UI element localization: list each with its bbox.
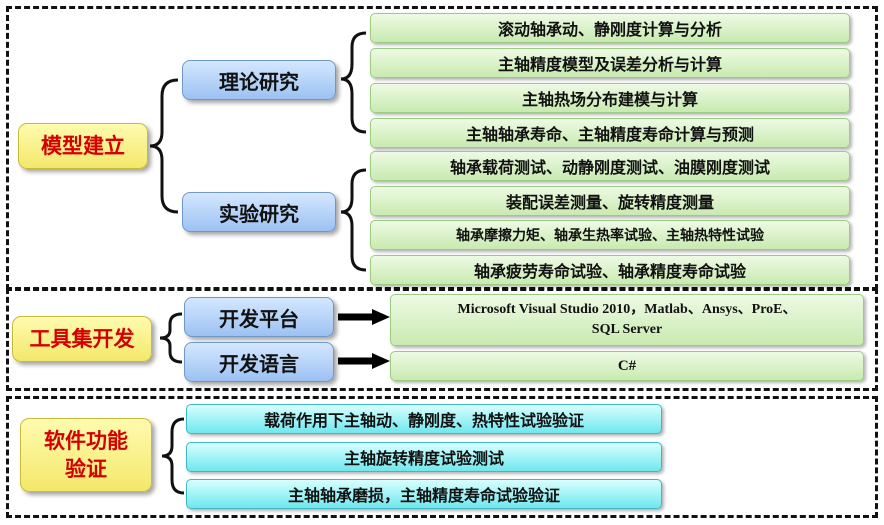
toolset-development-text: 工具集开发	[29, 326, 135, 351]
verification-brace	[161, 417, 185, 495]
theory-item: 主轴精度模型及误差分析与计算	[370, 48, 850, 78]
dev-platform-value-line1: Microsoft Visual Studio 2010，Matlab、Ansy…	[457, 301, 797, 317]
dev-language-label: 开发语言	[184, 342, 334, 382]
experiment-item: 轴承疲劳寿命试验、轴承精度寿命试验	[370, 255, 850, 285]
toolset-development-label: 工具集开发	[12, 316, 152, 362]
language-arrow	[338, 353, 390, 369]
experiment-item: 轴承载荷测试、动静刚度测试、油膜刚度测试	[370, 151, 850, 181]
toolset-brace	[159, 312, 183, 364]
model-brace	[149, 78, 179, 214]
experiment-item: 轴承摩擦力矩、轴承生热率试验、主轴热特性试验	[370, 220, 850, 250]
experiment-item: 装配误差测量、旋转精度测量	[370, 186, 850, 216]
theory-brace	[340, 31, 367, 134]
dev-platform-label: 开发平台	[184, 297, 334, 337]
verification-section	[6, 396, 878, 518]
theory-item-text: 主轴轴承寿命、主轴精度寿命计算与预测	[465, 125, 754, 144]
toolset-section	[6, 288, 878, 391]
verification-item-text: 载荷作用下主轴动、静刚度、热特性试验验证	[263, 411, 584, 430]
experiment-research-label: 实验研究	[182, 192, 336, 232]
dev-platform-value-line2: SQL Server	[591, 322, 663, 337]
software-verification-label: 软件功能 验证	[20, 418, 152, 492]
dev-language-text: 开发语言	[219, 351, 299, 376]
dev-language-value-text: C#	[617, 357, 637, 374]
software-verification-text-line2: 验证	[65, 457, 107, 481]
theory-item: 滚动轴承动、静刚度计算与分析	[370, 13, 850, 43]
verification-item: 主轴轴承磨损，主轴精度寿命试验验证	[186, 479, 662, 509]
dev-platform-value: Microsoft Visual Studio 2010，Matlab、Ansy…	[390, 294, 864, 346]
theory-item-text: 滚动轴承动、静刚度计算与分析	[497, 20, 722, 39]
experiment-research-text: 实验研究	[219, 201, 299, 226]
experiment-brace	[340, 168, 367, 272]
verification-item: 主轴旋转精度试验测试	[186, 442, 662, 472]
experiment-item-text: 轴承载荷测试、动静刚度测试、油膜刚度测试	[449, 158, 770, 177]
theory-research-text: 理论研究	[219, 69, 299, 94]
model-building-text: 模型建立	[41, 133, 125, 158]
verification-item-text: 主轴轴承磨损，主轴精度寿命试验验证	[287, 486, 560, 505]
verification-item-text: 主轴旋转精度试验测试	[343, 449, 504, 468]
theory-item: 主轴热场分布建模与计算	[370, 83, 850, 113]
theory-item-text: 主轴热场分布建模与计算	[521, 90, 698, 109]
theory-item: 主轴轴承寿命、主轴精度寿命计算与预测	[370, 118, 850, 148]
theory-research-label: 理论研究	[182, 60, 336, 100]
theory-item-text: 主轴精度模型及误差分析与计算	[497, 55, 722, 74]
experiment-item-text: 轴承摩擦力矩、轴承生热率试验、主轴热特性试验	[456, 228, 764, 244]
model-building-label: 模型建立	[18, 123, 148, 169]
software-verification-text-line1: 软件功能	[44, 428, 128, 453]
experiment-item-text: 装配误差测量、旋转精度测量	[505, 193, 714, 212]
platform-arrow	[338, 309, 390, 325]
dev-language-value: C#	[390, 351, 864, 381]
verification-item: 载荷作用下主轴动、静刚度、热特性试验验证	[186, 404, 662, 434]
dev-platform-text: 开发平台	[219, 306, 299, 331]
experiment-item-text: 轴承疲劳寿命试验、轴承精度寿命试验	[473, 262, 746, 281]
